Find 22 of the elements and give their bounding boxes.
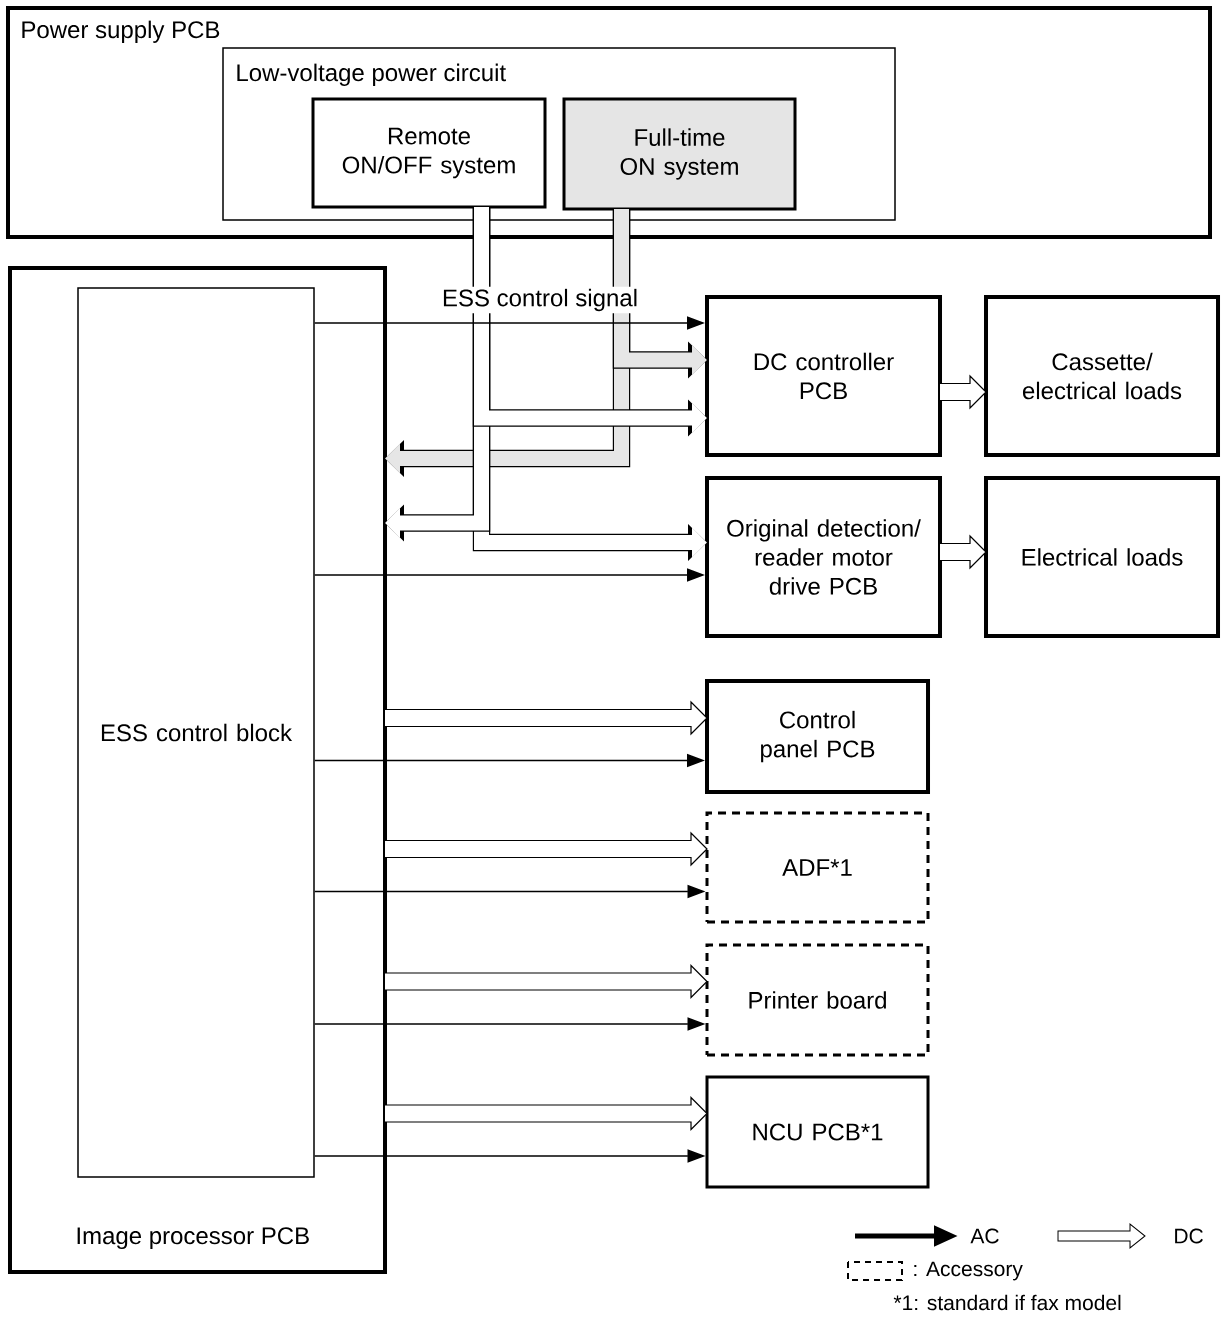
accessory-box: Printer board [705, 943, 930, 1057]
block-box: Original detection/ reader motor drive PCB [705, 476, 942, 638]
block-box: Electrical loads [984, 476, 1220, 638]
dc-arrow [384, 700, 708, 736]
block-box: Cassette/ electrical loads [984, 295, 1220, 457]
note: *1: standard if fax model [893, 1294, 1121, 1311]
accessory-box: ADF*1 [705, 811, 930, 924]
block-box: Remote ON/OFF system [311, 97, 547, 209]
edge-label: ESS control signal [439, 286, 641, 314]
legend-text: DC [1175, 1228, 1203, 1244]
legend-text: AC [970, 1228, 999, 1244]
dc-arrow [384, 1096, 708, 1131]
dc-arrow [939, 534, 987, 570]
dc-arrow [384, 964, 708, 999]
block-box: ESS control block [77, 287, 315, 1178]
dc-arrow [384, 831, 708, 867]
legend-text: : Accessory [914, 1261, 1023, 1281]
block-box: Full-time ON system [562, 97, 797, 211]
dc-arrow [939, 374, 987, 410]
block-box: Control panel PCB [705, 679, 930, 794]
block-box: DC controller PCB [705, 295, 942, 457]
block-box: NCU PCB*1 [705, 1075, 930, 1189]
